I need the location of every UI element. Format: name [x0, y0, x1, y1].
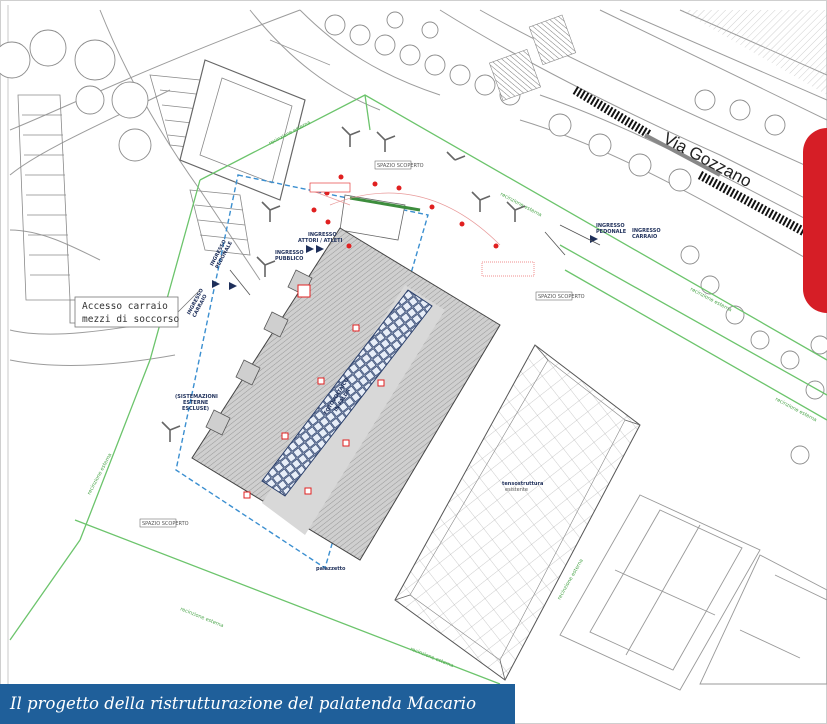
road-markings — [572, 86, 813, 239]
tensile-structure — [394, 344, 641, 681]
label-ingresso-carraio-2: CARRAIO — [632, 234, 657, 240]
access-box-line-1: Accesso carraio — [82, 301, 168, 312]
label-ingresso-carraio-1: INGRESSO — [632, 228, 661, 234]
label-tensostruttura-2: esistente — [505, 487, 528, 493]
site-markers — [161, 126, 526, 442]
existing-building — [179, 39, 331, 201]
main-building — [175, 174, 501, 570]
label-spazio-scoperto-1: SPAZIO SCOPERTO — [377, 163, 424, 169]
property-boundary — [9, 94, 827, 685]
label-sistemazioni-3: ESCLUSE) — [182, 406, 209, 412]
gate-lines — [229, 224, 601, 296]
access-box: Accesso carraio mezzi di soccorso — [69, 289, 201, 328]
label-ingresso-pedonale-1: INGRESSO — [596, 223, 625, 229]
label-tensostruttura-1: tensostruttura — [502, 481, 543, 487]
access-box-line-2: mezzi di soccorso — [82, 314, 180, 325]
label-ingresso-pedonale-2: PEDONALE — [596, 229, 627, 235]
label-ingresso-pubblico-2: PUBBLICO — [275, 256, 303, 262]
trees — [0, 11, 827, 465]
label-ingresso-atleti-2: ATTORI / ATLETI — [298, 238, 343, 244]
publication-logo-edge — [803, 128, 827, 313]
tennis-courts — [559, 494, 827, 691]
pedestrian-crossings — [488, 14, 577, 102]
label-palazzetto: palazzetto — [316, 566, 346, 572]
label-sistemazioni-1: (SISTEMAZIONI — [175, 394, 218, 400]
entrance-markers — [212, 235, 598, 290]
figure-caption: Il progetto della ristrutturazione del p… — [0, 684, 515, 724]
label-sistemazioni-2: ESTERNE — [183, 400, 209, 406]
label-spazio-scoperto-3: SPAZIO SCOPERTO — [142, 521, 189, 527]
label-ingresso-atleti-1: INGRESSO — [308, 232, 337, 238]
label-ingresso-pubblico-1: INGRESSO — [275, 250, 304, 256]
label-spazio-scoperto-2: SPAZIO SCOPERTO — [538, 294, 585, 300]
roads — [9, 9, 827, 366]
